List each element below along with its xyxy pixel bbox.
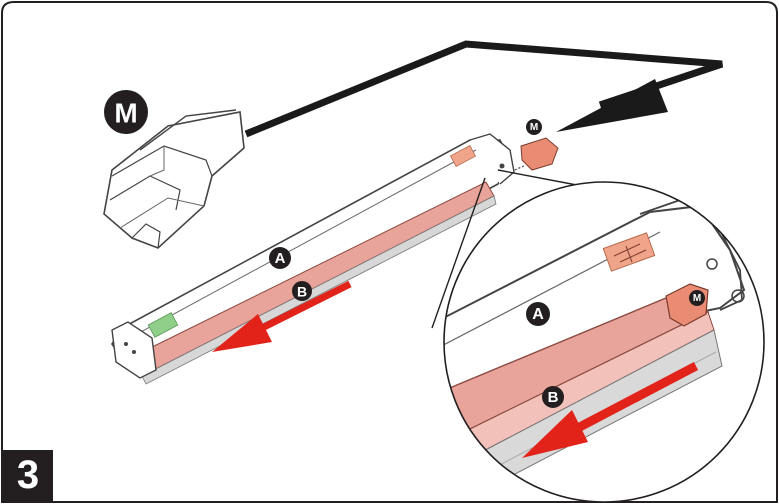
direction-arrow-main bbox=[212, 280, 352, 352]
callout-circle-b-zoom bbox=[542, 386, 564, 408]
label-green bbox=[147, 312, 179, 338]
callout-circle-b-main bbox=[292, 281, 312, 301]
callout-a-zoom: A bbox=[532, 306, 544, 323]
label-orange bbox=[449, 144, 477, 168]
zoom-line-left bbox=[431, 177, 486, 329]
callout-m-small: M bbox=[530, 122, 538, 133]
callout-circle-m-large bbox=[104, 90, 148, 134]
callout-circle-a-zoom bbox=[526, 302, 550, 326]
zoom-detail bbox=[444, 182, 764, 502]
callout-circle-a-main bbox=[269, 247, 291, 269]
zoom-circle-border bbox=[443, 181, 765, 503]
callout-b-main: B bbox=[297, 284, 307, 300]
routing-arrow bbox=[244, 40, 724, 138]
callout-circle-m-zoom bbox=[689, 290, 705, 306]
callout-circle-m-small bbox=[526, 119, 542, 135]
zoom-line-right bbox=[497, 169, 583, 187]
clip-m-large bbox=[103, 109, 245, 249]
step-number-badge: 3 bbox=[3, 450, 53, 501]
callout-b-zoom: B bbox=[548, 389, 559, 406]
callout-a-main: A bbox=[275, 250, 286, 267]
callout-m-zoom: M bbox=[693, 293, 701, 304]
callout-m-large: M bbox=[114, 98, 137, 129]
